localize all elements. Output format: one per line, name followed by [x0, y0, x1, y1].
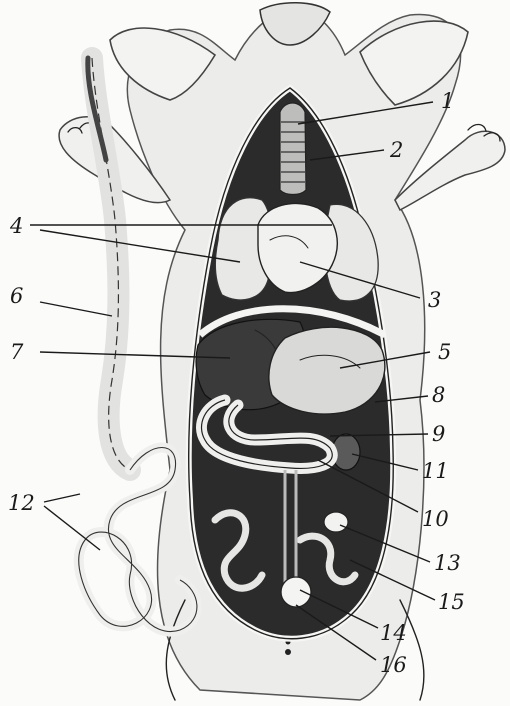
- label-2: 2: [389, 138, 403, 162]
- stomach: [269, 327, 385, 414]
- trachea: [280, 103, 306, 195]
- bladder: [281, 577, 311, 607]
- label-15: 15: [438, 590, 465, 614]
- label-12: 12: [8, 491, 35, 515]
- kidney: [324, 512, 348, 532]
- label-16: 16: [380, 653, 407, 677]
- label-7: 7: [10, 340, 24, 364]
- label-4: 4: [9, 214, 23, 238]
- label-1: 1: [441, 89, 454, 113]
- label-9: 9: [432, 422, 445, 446]
- colon: [88, 58, 130, 470]
- label-6: 6: [10, 284, 23, 308]
- label-8: 8: [432, 383, 445, 407]
- label-10: 10: [422, 507, 449, 531]
- label-14: 14: [380, 621, 407, 645]
- label-5: 5: [438, 340, 451, 364]
- label-11: 11: [422, 459, 449, 483]
- label-3: 3: [428, 288, 441, 312]
- label-13: 13: [434, 551, 461, 575]
